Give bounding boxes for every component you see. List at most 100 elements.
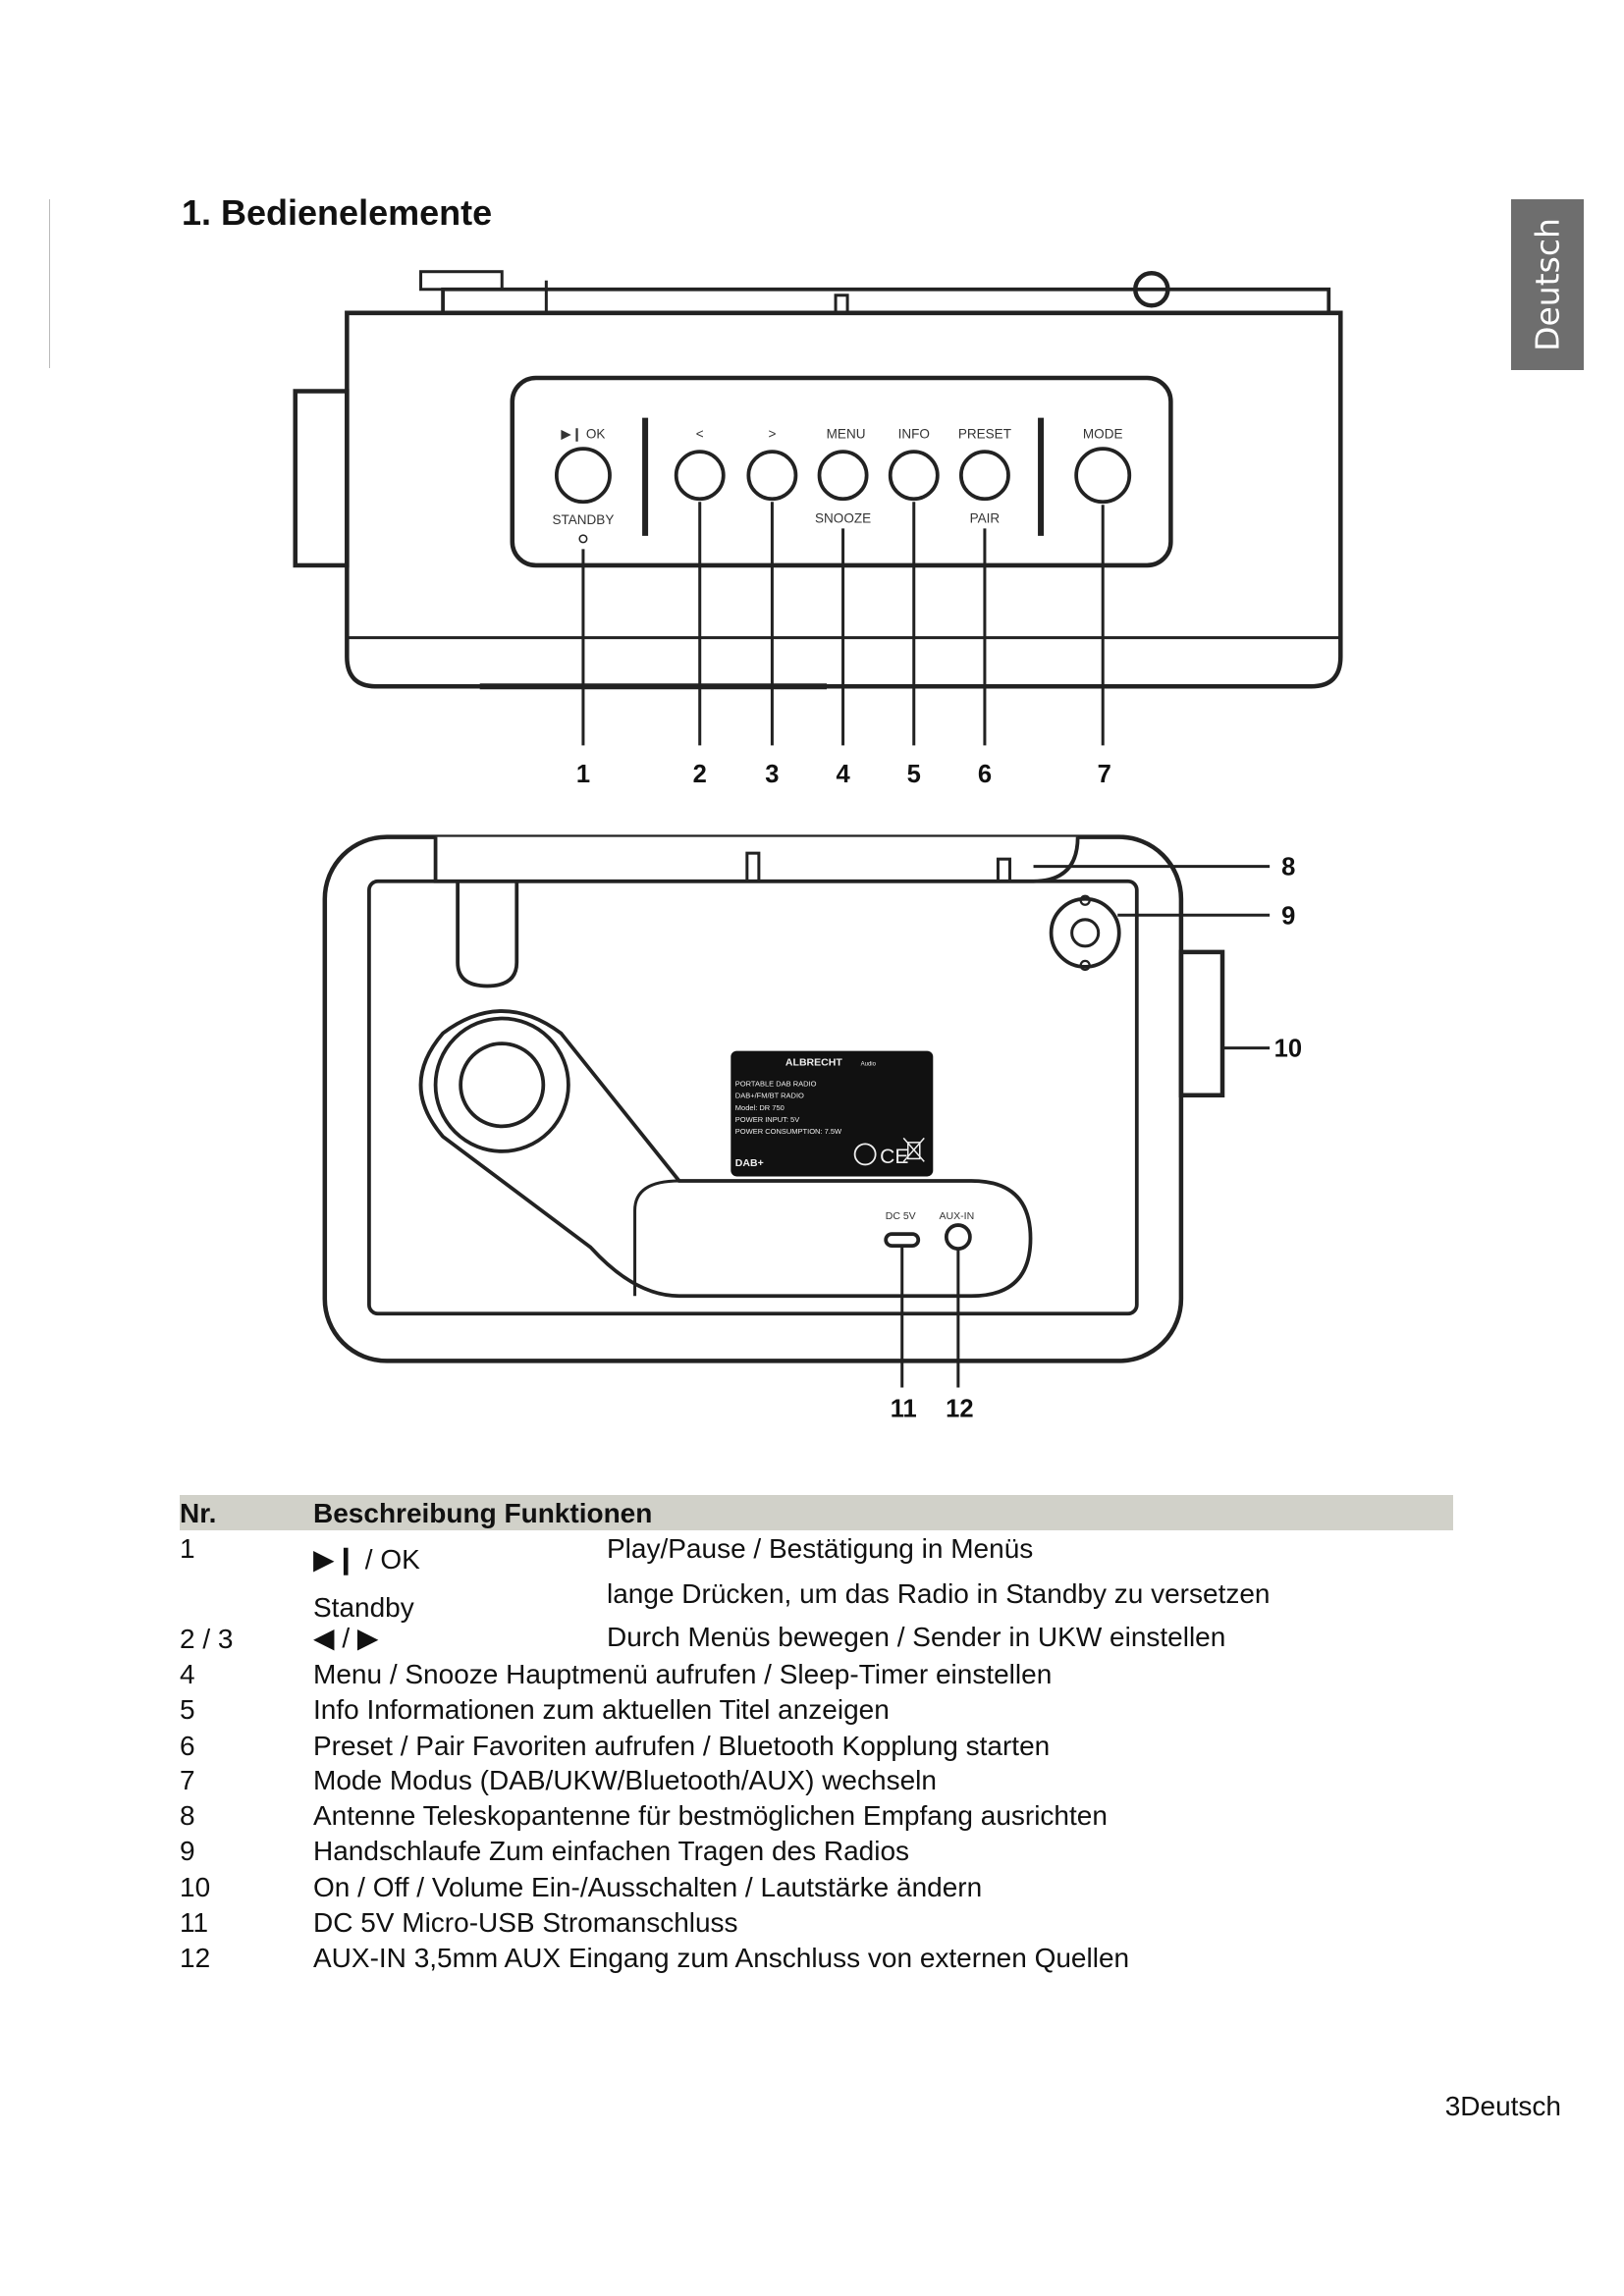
row-name: Menu / Snooze: [313, 1659, 499, 1689]
volume-knob[interactable]: [1178, 949, 1225, 1098]
label-mode: MODE: [1083, 427, 1123, 442]
page-footer: 3Deutsch: [1444, 2091, 1561, 2121]
row-nr: 4: [180, 1659, 195, 1689]
rating-brand: ALBRECHT: [785, 1057, 842, 1069]
label-ok: ▶❙ OK: [561, 427, 605, 443]
callout-3: 3: [765, 761, 779, 788]
callout-4: 4: [836, 761, 850, 788]
callout-12: 12: [946, 1396, 973, 1423]
callout-10: 10: [1274, 1036, 1302, 1063]
row-desc: Ein-/Ausschalten / Lautstärke ändern: [531, 1872, 983, 1902]
antenna-pivot: [1133, 270, 1170, 308]
row-text: AUX-IN 3,5mm AUX Eingang zum Anschluss v…: [313, 1943, 1129, 1974]
rating-line: DAB+/FM/BT RADIO: [735, 1092, 804, 1100]
top-tab: [419, 270, 504, 292]
row-desc: lange Drücken, um das Radio in Standby z…: [607, 1578, 1271, 1609]
volume-knob-side: [293, 389, 350, 568]
row-text: Info Informationen zum aktuellen Titel a…: [313, 1694, 890, 1726]
row-name: Standby: [313, 1592, 414, 1623]
row-nr: 5: [180, 1694, 195, 1725]
top-view-diagram: ▶❙ OK < > MENU INFO PRESET MODE STANDBY …: [293, 270, 1343, 788]
label-preset: PRESET: [958, 427, 1011, 442]
label-snooze: SNOOZE: [815, 510, 871, 525]
micro-usb-port[interactable]: [884, 1232, 921, 1248]
row-name: Handschlaufe: [313, 1836, 482, 1866]
label-right: >: [768, 427, 776, 442]
row-desc: Durch Menüs bewegen / Sender in UKW eins…: [607, 1622, 1226, 1652]
row-desc: Zum einfachen Tragen des Radios: [489, 1836, 910, 1866]
aux-in-jack[interactable]: [944, 1223, 972, 1252]
left-button[interactable]: [674, 450, 726, 502]
callout-9: 9: [1281, 902, 1295, 930]
speaker-ring: [433, 1016, 570, 1153]
rating-label: [731, 1050, 934, 1177]
port-label-aux: AUX-IN: [940, 1210, 975, 1222]
row-desc: Favoriten aufrufen / Bluetooth Kopplung …: [471, 1731, 1051, 1761]
row-text: Mode Modus (DAB/UKW/Bluetooth/AUX) wechs…: [313, 1765, 937, 1796]
callout-8: 8: [1281, 854, 1295, 881]
row-text: Antenne Teleskopantenne für bestmögliche…: [313, 1800, 1108, 1832]
language-tab: Deutsch: [1511, 199, 1584, 370]
row-desc: 3,5mm AUX Eingang zum Anschluss von exte…: [413, 1943, 1130, 1973]
row-name: DC 5V: [313, 1907, 395, 1938]
margin-line: [49, 199, 50, 368]
row-desc: Teleskopantenne für bestmöglichen Empfan…: [422, 1800, 1108, 1831]
row-nr: 11: [180, 1907, 209, 1938]
row-text: Handschlaufe Zum einfachen Tragen des Ra…: [313, 1836, 909, 1867]
row-desc: Play/Pause / Bestätigung in Menüs: [607, 1533, 1034, 1564]
menu-snooze-button[interactable]: [817, 450, 869, 502]
info-button[interactable]: [888, 450, 940, 502]
rating-line: PORTABLE DAB RADIO: [735, 1080, 817, 1089]
row-name: Antenne: [313, 1800, 416, 1831]
row-desc: Micro-USB Stromanschluss: [402, 1907, 738, 1938]
row-desc: Modus (DAB/UKW/Bluetooth/AUX) wechseln: [389, 1765, 937, 1795]
mode-button[interactable]: [1074, 447, 1132, 505]
preset-pair-button[interactable]: [958, 450, 1010, 502]
label-left: <: [696, 427, 704, 442]
callout-2: 2: [693, 761, 707, 788]
rating-line: Model: DR 750: [735, 1103, 785, 1112]
row-text: DC 5V Micro-USB Stromanschluss: [313, 1907, 738, 1939]
antenna: [433, 836, 1080, 883]
row-nr: 12: [180, 1943, 211, 1973]
rating-line: POWER INPUT: 5V: [735, 1115, 799, 1124]
row-name: ▶❙ / OK: [313, 1544, 420, 1575]
row-name: AUX-IN: [313, 1943, 406, 1973]
back-view-diagram: ALBRECHT Audio PORTABLE DAB RADIO DAB+/F…: [322, 834, 1302, 1423]
header-description: Beschreibung Funktionen: [313, 1498, 653, 1528]
certification-icon: [853, 1143, 877, 1166]
right-button[interactable]: [746, 450, 798, 502]
ok-standby-button[interactable]: [554, 447, 612, 505]
table-header: [180, 1495, 1453, 1530]
callout-11: 11: [891, 1396, 917, 1423]
callout-1: 1: [576, 761, 590, 788]
row-text: Menu / Snooze Hauptmenü aufrufen / Sleep…: [313, 1659, 1052, 1690]
row-name: On / Off / Volume: [313, 1872, 524, 1902]
device-body: [345, 310, 1343, 689]
row-text: Preset / Pair Favoriten aufrufen / Bluet…: [313, 1731, 1050, 1762]
rating-brand-suffix: Audio: [861, 1062, 877, 1068]
label-info: INFO: [898, 427, 930, 442]
port-label-dc: DC 5V: [886, 1210, 916, 1222]
row-name: Preset / Pair: [313, 1731, 465, 1761]
row-desc: Informationen zum aktuellen Titel anzeig…: [366, 1694, 890, 1725]
weee-bin-icon: [902, 1137, 925, 1162]
label-standby: STANDBY: [553, 512, 615, 527]
row-nr: 9: [180, 1836, 195, 1866]
callout-5: 5: [907, 761, 921, 788]
row-nr: 10: [180, 1872, 211, 1902]
strap-holder: [1049, 896, 1121, 969]
row-name: Info: [313, 1694, 359, 1725]
label-pair: PAIR: [970, 510, 1001, 525]
header-nr: Nr.: [180, 1498, 217, 1528]
callout-6: 6: [978, 761, 992, 788]
row-desc: Hauptmenü aufrufen / Sleep-Timer einstel…: [506, 1659, 1053, 1689]
row-text: On / Off / Volume Ein-/Ausschalten / Lau…: [313, 1872, 982, 1903]
row-name: ◀ / ▶: [313, 1623, 379, 1653]
power-icon: [578, 534, 588, 544]
hand-strap-loop: [456, 881, 519, 988]
ce-mark: CE: [880, 1146, 908, 1168]
row-nr: 2 / 3: [180, 1624, 234, 1654]
label-menu: MENU: [827, 427, 866, 442]
